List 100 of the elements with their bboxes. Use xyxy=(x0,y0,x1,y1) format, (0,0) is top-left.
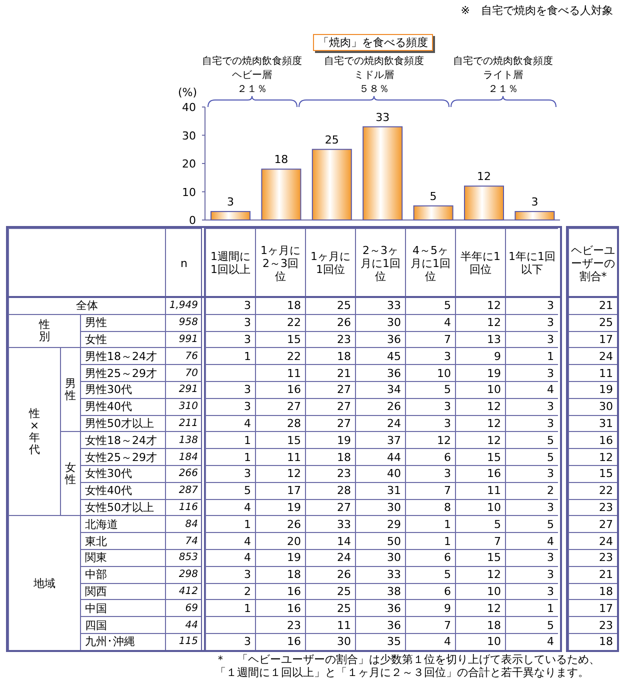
table-value: 5 xyxy=(547,518,554,531)
data-label: 3 xyxy=(227,196,234,209)
table-value: 29 xyxy=(387,518,401,531)
sample-size: 69 xyxy=(185,602,198,615)
row-header: 四国 xyxy=(85,618,107,632)
table-value: 25 xyxy=(599,316,613,330)
row-header: 東北 xyxy=(85,534,107,548)
sample-size: 412 xyxy=(178,584,198,598)
table-value: 30 xyxy=(599,400,613,414)
table-value: 27 xyxy=(337,400,351,414)
sample-size: 116 xyxy=(178,500,198,514)
table-value: 15 xyxy=(287,434,301,447)
table-value: 4 xyxy=(444,316,451,330)
row-header: 女性18～24才 xyxy=(85,434,157,447)
table-value: 38 xyxy=(387,584,401,598)
table-value: 26 xyxy=(287,518,301,531)
sample-size: 266 xyxy=(178,467,198,480)
sample-size: 115 xyxy=(178,635,198,648)
column-header: 2～3ヶ月に1回位 xyxy=(360,244,402,282)
tick-label: 20 xyxy=(182,158,196,170)
table-value: 11 xyxy=(599,366,613,380)
table-value: 1 xyxy=(547,602,554,615)
table-value: 27 xyxy=(337,416,351,430)
table-value: 22 xyxy=(287,350,301,363)
tick-label: 0 xyxy=(189,214,196,227)
table-value: 3 xyxy=(547,584,554,598)
table-value: 15 xyxy=(599,467,613,480)
table-value: 12 xyxy=(437,434,451,447)
table-value: 25 xyxy=(337,299,351,312)
table-value: 33 xyxy=(337,518,351,531)
table-value: 17 xyxy=(599,602,613,615)
table-value: 10 xyxy=(487,383,501,396)
table-value: 7 xyxy=(444,484,451,498)
table-value: 14 xyxy=(337,534,351,548)
row-header: 男性40代 xyxy=(85,400,132,414)
table-value: 36 xyxy=(387,602,401,615)
column-header: 1ヶ月に1回位 xyxy=(310,250,352,276)
row-header: 全体 xyxy=(76,299,98,312)
tick-label: 30 xyxy=(182,129,196,142)
table-value: 28 xyxy=(337,484,351,498)
row-header: 関東 xyxy=(85,551,107,564)
segment-label: ２１％ xyxy=(237,83,267,97)
sample-size: 44 xyxy=(185,618,198,632)
table-value: 33 xyxy=(387,568,401,582)
sample-size: 298 xyxy=(178,568,198,582)
table-value: 3 xyxy=(444,350,451,363)
table-value: 34 xyxy=(387,383,401,396)
table-value: 16 xyxy=(287,602,301,615)
table-value: 1 xyxy=(244,602,251,615)
table-value: 3 xyxy=(547,332,554,346)
table-value: 23 xyxy=(287,618,301,632)
data-label: 33 xyxy=(376,110,390,124)
data-label: 25 xyxy=(324,133,339,146)
table-value: 19 xyxy=(287,551,301,564)
table-value: 21 xyxy=(599,299,613,312)
table-value: 27 xyxy=(337,500,351,514)
table-value: 36 xyxy=(387,332,401,346)
table-value: 19 xyxy=(287,500,301,514)
table-value: 12 xyxy=(487,434,501,447)
table-value: 2 xyxy=(244,584,251,598)
sample-size: 211 xyxy=(178,416,198,430)
sample-size: 76 xyxy=(185,350,198,363)
row-header: 中国 xyxy=(85,602,107,615)
table-value: 12 xyxy=(287,467,301,480)
column-header: n xyxy=(180,256,188,270)
table-value: 4 xyxy=(547,534,554,548)
table-value: 1 xyxy=(444,518,451,531)
table-value: 3 xyxy=(547,416,554,430)
table-value: 5 xyxy=(547,618,554,632)
table-value: 9 xyxy=(444,602,451,615)
row-header: 女性40代 xyxy=(85,484,132,498)
table-value: 3 xyxy=(244,568,251,582)
table-value: 3 xyxy=(244,299,251,312)
sample-size: 853 xyxy=(178,551,198,564)
table-value: 23 xyxy=(337,332,351,346)
table-value: 18 xyxy=(287,299,301,312)
table-value: 15 xyxy=(287,332,301,346)
table-value: 3 xyxy=(547,568,554,582)
table-value: 18 xyxy=(337,450,351,464)
column-header: 1年に1回以下 xyxy=(508,250,556,276)
table-value: 5 xyxy=(494,518,501,531)
table-value: 23 xyxy=(599,500,613,514)
table-value: 9 xyxy=(494,350,501,363)
row-header: 男性18～24才 xyxy=(85,350,157,363)
table-value: 11 xyxy=(287,450,301,464)
table-value: 10 xyxy=(487,500,501,514)
segment-label: 自宅での焼肉飲食頻度 xyxy=(453,55,553,69)
table-value: 1 xyxy=(547,350,554,363)
table-value: 17 xyxy=(287,484,301,498)
row-header: 男性25～29才 xyxy=(85,366,157,380)
row-header: 女性30代 xyxy=(85,467,132,480)
table-value: 13 xyxy=(487,332,501,346)
column-header: 4～5ヶ月に1回位 xyxy=(410,244,452,282)
segment-label: ５８％ xyxy=(359,83,389,97)
table-value: 19 xyxy=(487,366,501,380)
table-value: 4 xyxy=(244,416,251,430)
row-header: 男性30代 xyxy=(85,383,132,396)
group-header: 女性 xyxy=(65,462,76,486)
segment-label: 自宅での焼肉飲食頻度 xyxy=(202,55,302,69)
table-value: 3 xyxy=(547,467,554,480)
